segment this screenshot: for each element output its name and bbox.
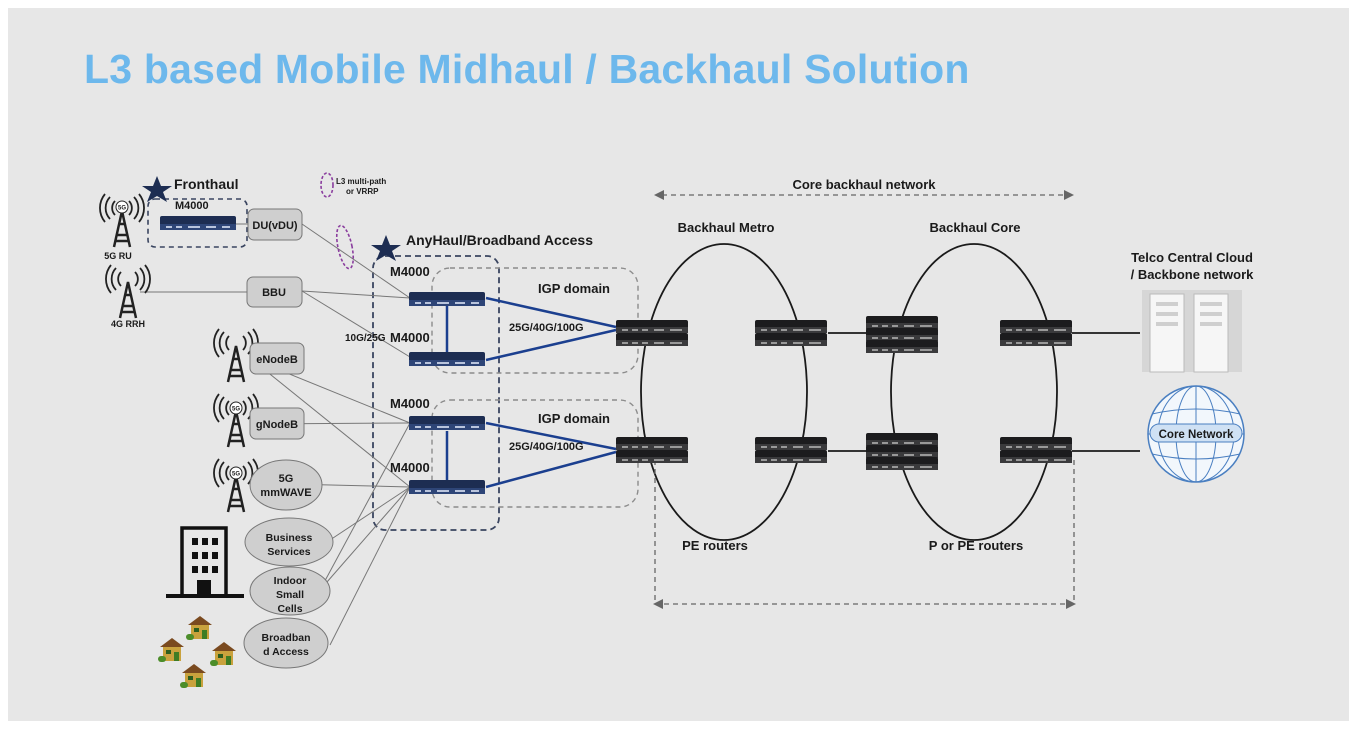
badge-5g: 5G bbox=[232, 407, 240, 413]
telco-label: / Backbone network bbox=[1131, 267, 1255, 282]
indoor-label: Indoor bbox=[274, 575, 307, 587]
p-router bbox=[866, 457, 938, 470]
broadband-node bbox=[243, 617, 329, 669]
m4000-device bbox=[409, 480, 485, 494]
building-icon bbox=[166, 526, 244, 598]
fronthaul-box bbox=[147, 198, 248, 248]
access-speed-label: 10G/25G bbox=[345, 333, 386, 344]
p-router bbox=[866, 445, 938, 458]
business-label: Business bbox=[266, 532, 313, 544]
pe-router bbox=[616, 333, 688, 346]
pe-router bbox=[616, 437, 688, 450]
house-icon bbox=[186, 616, 212, 640]
m4000-device bbox=[160, 216, 236, 230]
m4000-device bbox=[409, 292, 485, 306]
pe-router bbox=[616, 320, 688, 333]
star-icon bbox=[371, 235, 401, 261]
enodeb-label: eNodeB bbox=[256, 354, 298, 366]
pe-router bbox=[755, 320, 827, 333]
m4000-label: M4000 bbox=[390, 330, 430, 345]
multipath-label: or VRRP bbox=[346, 187, 379, 196]
telco-label: Telco Central Cloud bbox=[1131, 250, 1253, 265]
indoor-node bbox=[249, 566, 331, 616]
p-router bbox=[1000, 450, 1072, 463]
ru-5g-label: 5G RU bbox=[104, 251, 132, 261]
house-icon bbox=[180, 664, 206, 688]
m4000-label: M4000 bbox=[390, 264, 430, 279]
pe-routers-label: PE routers bbox=[682, 538, 748, 553]
access-box bbox=[372, 255, 500, 531]
uplinks bbox=[485, 296, 617, 489]
pe-router bbox=[755, 437, 827, 450]
page-title: L3 based Mobile Midhaul / Backhaul Solut… bbox=[84, 46, 970, 92]
gnodeb-node bbox=[249, 407, 305, 440]
anyhaul-label: AnyHaul/Broadband Access bbox=[406, 232, 593, 248]
star-icon bbox=[142, 176, 172, 202]
p-router bbox=[1000, 333, 1072, 346]
du-label: DU(vDU) bbox=[252, 220, 298, 232]
globe-icon bbox=[1147, 385, 1245, 483]
pe-router bbox=[755, 450, 827, 463]
enodeb-node bbox=[249, 342, 305, 375]
backhaul-metro-label: Backhaul Metro bbox=[678, 220, 775, 235]
multipath-marker bbox=[335, 224, 355, 270]
p-router bbox=[866, 316, 938, 329]
p-pe-routers-label: P or PE routers bbox=[929, 538, 1023, 553]
p-router bbox=[1000, 437, 1072, 450]
rrh-4g-label: 4G RRH bbox=[111, 319, 145, 329]
bbu-node bbox=[246, 276, 303, 308]
pe-router bbox=[616, 450, 688, 463]
p-router bbox=[866, 433, 938, 446]
house-icon bbox=[210, 642, 236, 666]
bbu-label: BBU bbox=[262, 287, 286, 299]
mmwave-label: 5G bbox=[279, 473, 294, 485]
gnodeb-label: gNodeB bbox=[256, 419, 298, 431]
pe-router bbox=[755, 333, 827, 346]
m4000-label: M4000 bbox=[175, 200, 209, 212]
igp-domain-label: IGP domain bbox=[538, 281, 610, 296]
m4000-device bbox=[409, 416, 485, 430]
core-network-label: Core Network bbox=[1159, 429, 1234, 441]
m4000-label: M4000 bbox=[390, 460, 430, 475]
p-router bbox=[1000, 320, 1072, 333]
badge-5g: 5G bbox=[118, 206, 126, 212]
mmwave-node bbox=[249, 459, 323, 511]
metro-ring bbox=[640, 243, 808, 541]
m4000-label: M4000 bbox=[390, 396, 430, 411]
speed-label: 25G/40G/100G bbox=[509, 322, 584, 334]
badge-5g: 5G bbox=[232, 472, 240, 478]
indoor-label: Cells bbox=[277, 603, 302, 615]
du-node bbox=[247, 208, 303, 241]
indoor-label: Small bbox=[276, 589, 304, 601]
p-router bbox=[866, 328, 938, 341]
m4000-device bbox=[409, 352, 485, 366]
business-node bbox=[244, 517, 334, 567]
broadband-label: Broadban bbox=[261, 632, 310, 644]
multipath-marker bbox=[320, 172, 334, 198]
business-label: Services bbox=[267, 546, 310, 558]
igp-domain-label: IGP domain bbox=[538, 411, 610, 426]
mmwave-label: mmWAVE bbox=[260, 487, 311, 499]
broadband-label: d Access bbox=[263, 646, 309, 658]
multipath-label: L3 multi-path bbox=[336, 177, 386, 186]
datacenter-icon bbox=[1142, 290, 1242, 373]
core-backhaul-label: Core backhaul network bbox=[792, 177, 936, 192]
core-arrows bbox=[654, 194, 1075, 605]
core-ring bbox=[890, 243, 1058, 541]
backhaul-core-label: Backhaul Core bbox=[929, 220, 1020, 235]
speed-label: 25G/40G/100G bbox=[509, 441, 584, 453]
p-router bbox=[866, 340, 938, 353]
fronthaul-label: Fronthaul bbox=[174, 176, 239, 192]
igp-domain-box bbox=[431, 399, 639, 508]
house-icon bbox=[158, 638, 184, 662]
igp-domain-box bbox=[431, 267, 639, 374]
